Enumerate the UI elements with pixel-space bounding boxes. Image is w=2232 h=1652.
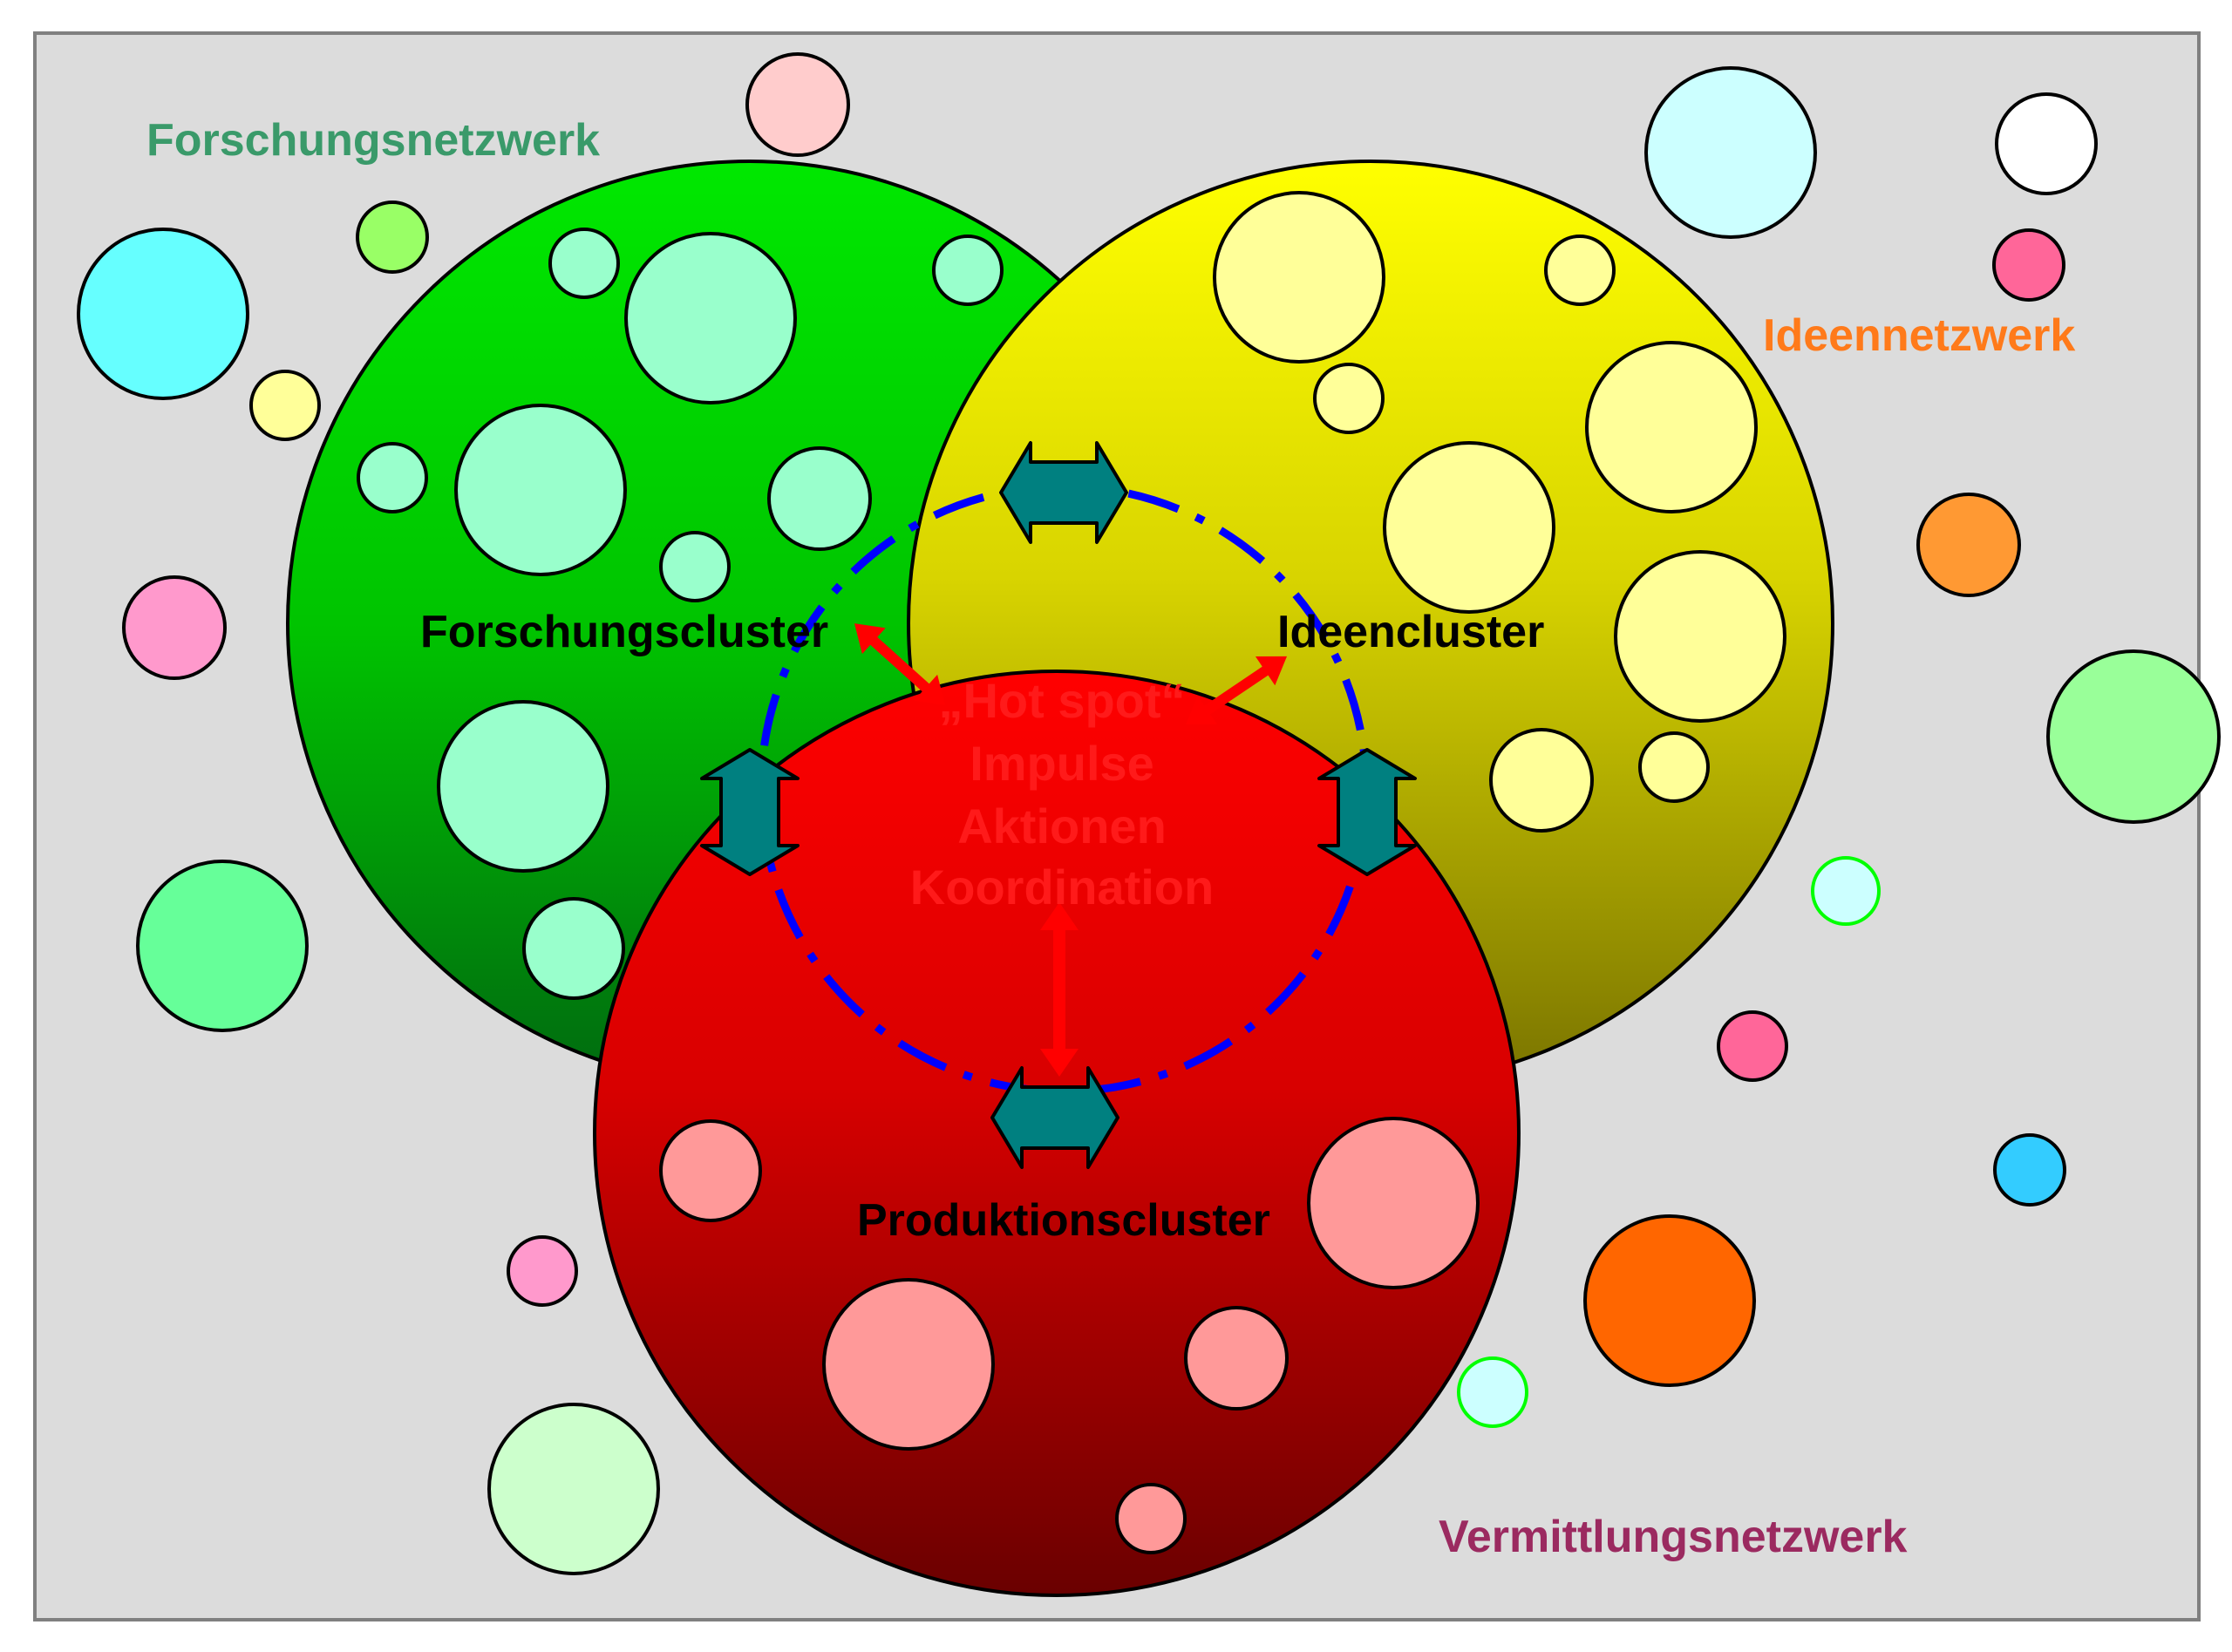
forschungsnetzwerk-label: Forschungsnetzwerk — [146, 115, 600, 166]
red-arrows — [854, 623, 1288, 1077]
ideencluster-label: Ideencluster — [1277, 607, 1544, 657]
cluster-member-circle — [1638, 731, 1710, 803]
network-circle — [745, 52, 850, 157]
network-circle — [1717, 1010, 1788, 1082]
network-circle — [1993, 1133, 2066, 1207]
network-circle — [1583, 1214, 1756, 1387]
cluster-member-circle — [522, 897, 625, 1000]
hotspot-line-4: Koordination — [910, 860, 1214, 914]
hotspot-line-3: Aktionen — [957, 799, 1167, 853]
network-circle — [77, 228, 249, 400]
network-circle — [1992, 228, 2065, 302]
cluster-member-circle — [454, 404, 627, 576]
cluster-member-circle — [822, 1278, 995, 1451]
network-circle — [1916, 493, 2021, 597]
cluster-member-circle — [1184, 1306, 1289, 1411]
cluster-member-circle — [1544, 235, 1616, 306]
network-circle — [356, 201, 429, 274]
hotspot-text: „Hot spot“ Impulse Aktionen Koordination — [910, 673, 1214, 914]
cluster-member-circle — [1115, 1483, 1187, 1554]
red-double-arrow-right — [1185, 656, 1288, 725]
network-circle — [1644, 66, 1817, 239]
cluster-member-circle — [767, 446, 872, 551]
cluster-member-circle — [659, 531, 731, 602]
cluster-member-circle — [437, 700, 609, 873]
red-double-arrow-bottom — [1040, 902, 1079, 1077]
network-circles — [77, 52, 2221, 1575]
cluster-member-circle — [1307, 1117, 1480, 1289]
network-circle — [1995, 92, 2098, 195]
network-circle — [136, 860, 309, 1032]
forschungscluster-label: Forschungscluster — [420, 607, 828, 657]
network-circle — [122, 575, 227, 680]
cluster-member-circle — [659, 1119, 762, 1222]
cluster-member-circle — [1614, 550, 1786, 723]
cluster-member-circle — [1585, 341, 1758, 513]
teal-double-arrow-left — [700, 748, 800, 876]
teal-double-arrow-bottom — [990, 1066, 1119, 1169]
produktionscluster-label: Produktionscluster — [857, 1195, 1270, 1246]
forschungscluster-members — [357, 228, 1004, 1000]
ideencluster-members — [1213, 191, 1786, 833]
network-circle — [2046, 649, 2221, 824]
cluster-member-circle — [932, 235, 1004, 306]
ideennetzwerk-label: Ideennetzwerk — [1763, 310, 2075, 361]
teal-arrows — [700, 441, 1417, 1169]
cluster-member-circle — [357, 442, 428, 513]
network-circle — [1811, 856, 1881, 926]
network-circle — [1457, 1356, 1528, 1428]
produktionscluster-members — [659, 1117, 1480, 1554]
red-double-arrow-left — [854, 623, 946, 705]
teal-double-arrow-top — [999, 441, 1128, 544]
vermittlungsnetzwerk-label: Vermittlungsnetzwerk — [1439, 1512, 1908, 1562]
cluster-member-circle — [624, 232, 797, 405]
hotspot-line-2: Impulse — [970, 736, 1154, 791]
hotspot-line-1: „Hot spot“ — [938, 673, 1185, 728]
cluster-member-circle — [1489, 728, 1594, 833]
cluster-member-circle — [1313, 363, 1385, 434]
network-circle — [507, 1235, 578, 1307]
cluster-member-circle — [548, 228, 620, 299]
network-circle — [487, 1403, 660, 1575]
network-circle — [249, 370, 321, 441]
cluster-member-circle — [1383, 441, 1555, 614]
teal-double-arrow-right — [1317, 748, 1417, 876]
cluster-member-circle — [1213, 191, 1385, 364]
